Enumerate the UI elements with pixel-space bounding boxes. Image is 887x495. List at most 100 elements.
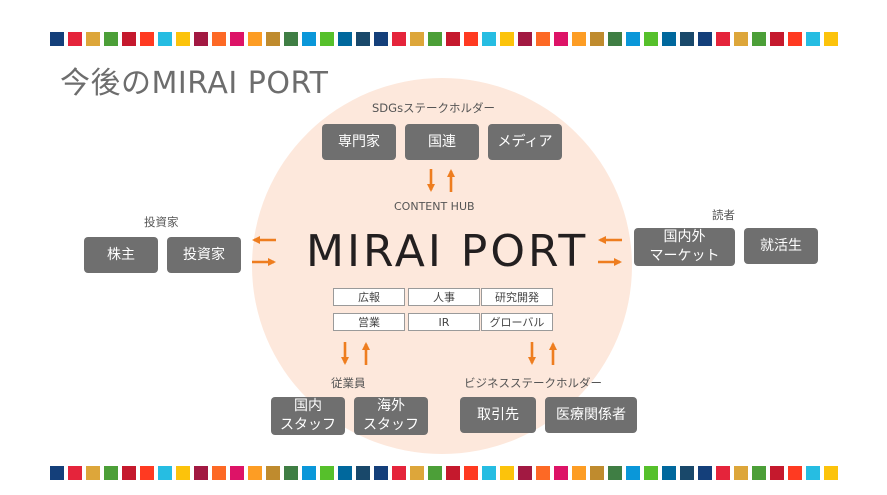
dept-sales: 営業 (333, 313, 405, 331)
sdg-color-square (536, 466, 550, 480)
business-stakeholder-label: ビジネスステークホルダー (464, 376, 602, 390)
sdg-color-square (464, 32, 478, 46)
sdg-color-square (626, 32, 640, 46)
sdg-color-square (518, 466, 532, 480)
sdg-color-square (806, 466, 820, 480)
sdg-color-stripe-top (50, 32, 838, 46)
stakeholder-box-shareholders: 株主 (84, 237, 158, 273)
sdg-color-square (122, 32, 136, 46)
sdg-color-square (86, 466, 100, 480)
sdg-color-square (302, 32, 316, 46)
sdg-color-square (446, 466, 460, 480)
sdg-color-square (446, 32, 460, 46)
sdg-color-square (50, 32, 64, 46)
sdg-color-square (266, 466, 280, 480)
mirai-port-logo: MIRAI PORT (306, 226, 589, 277)
sdg-color-square (50, 466, 64, 480)
sdg-color-square (536, 32, 550, 46)
sdg-color-square (140, 466, 154, 480)
sdg-color-square (158, 32, 172, 46)
sdg-color-square (266, 32, 280, 46)
content-hub-label: CONTENT HUB (394, 200, 475, 213)
sdg-color-square (554, 466, 568, 480)
sdg-color-square (698, 32, 712, 46)
sdg-color-square (590, 32, 604, 46)
dept-pr: 広報 (333, 288, 405, 306)
sdg-color-square (626, 466, 640, 480)
sdg-color-square (374, 32, 388, 46)
sdg-color-square (554, 32, 568, 46)
sdg-color-square (716, 466, 730, 480)
sdg-color-square (500, 466, 514, 480)
sdg-color-square (608, 466, 622, 480)
sdg-color-square (68, 32, 82, 46)
sdg-color-square (752, 32, 766, 46)
investors-label: 投資家 (144, 215, 179, 229)
employees-label: 従業員 (331, 376, 366, 390)
sdg-color-square (392, 466, 406, 480)
sdg-color-square (662, 32, 676, 46)
sdg-color-square (212, 32, 226, 46)
sdg-color-square (122, 466, 136, 480)
sdg-color-square (356, 32, 370, 46)
dept-hr: 人事 (408, 288, 480, 306)
stakeholder-box-markets: 国内外 マーケット (634, 228, 735, 266)
sdg-color-square (284, 32, 298, 46)
sdg-color-square (698, 466, 712, 480)
stakeholder-box-clients: 取引先 (460, 397, 536, 433)
sdg-color-square (230, 466, 244, 480)
stakeholder-box-overseas-staff: 海外 スタッフ (354, 397, 428, 435)
sdg-color-square (482, 466, 496, 480)
sdg-color-square (104, 466, 118, 480)
sdg-color-square (176, 32, 190, 46)
dept-ir: IR (408, 313, 480, 331)
sdg-color-square (806, 32, 820, 46)
sdg-color-square (176, 466, 190, 480)
sdg-color-square (212, 466, 226, 480)
dept-global: グローバル (481, 313, 553, 331)
sdg-color-square (194, 466, 208, 480)
sdg-color-square (824, 32, 838, 46)
sdg-color-square (518, 32, 532, 46)
sdg-color-square (338, 466, 352, 480)
sdg-color-square (788, 466, 802, 480)
sdg-color-square (356, 466, 370, 480)
sdg-color-square (374, 466, 388, 480)
sdg-color-square (194, 32, 208, 46)
page-title: 今後のMIRAI PORT (60, 66, 329, 101)
sdg-color-square (302, 466, 316, 480)
dept-rnd: 研究開発 (481, 288, 553, 306)
sdg-color-square (320, 32, 334, 46)
sdg-color-square (482, 32, 496, 46)
sdg-color-square (590, 466, 604, 480)
sdg-color-square (284, 466, 298, 480)
sdg-color-square (230, 32, 244, 46)
sdg-color-square (428, 466, 442, 480)
stakeholder-box-investors: 投資家 (167, 237, 241, 273)
stakeholder-box-media: メディア (488, 124, 562, 160)
stakeholder-box-experts: 専門家 (322, 124, 396, 160)
stakeholder-box-job-seekers: 就活生 (744, 228, 818, 264)
sdg-color-square (788, 32, 802, 46)
sdg-color-square (86, 32, 100, 46)
sdgs-stakeholder-label: SDGsステークホルダー (372, 101, 496, 115)
sdg-color-square (428, 32, 442, 46)
sdg-color-square (248, 32, 262, 46)
readers-label: 読者 (712, 208, 735, 222)
sdg-color-square (464, 466, 478, 480)
sdg-color-square (752, 466, 766, 480)
sdg-color-square (392, 32, 406, 46)
sdg-color-square (734, 466, 748, 480)
sdg-color-square (572, 466, 586, 480)
sdg-color-square (770, 466, 784, 480)
sdg-color-square (68, 466, 82, 480)
sdg-color-square (500, 32, 514, 46)
sdg-color-square (734, 32, 748, 46)
sdg-color-square (158, 466, 172, 480)
sdg-color-square (680, 32, 694, 46)
sdg-color-square (608, 32, 622, 46)
stakeholder-box-un: 国連 (405, 124, 479, 160)
sdg-color-square (320, 466, 334, 480)
sdg-color-square (410, 466, 424, 480)
